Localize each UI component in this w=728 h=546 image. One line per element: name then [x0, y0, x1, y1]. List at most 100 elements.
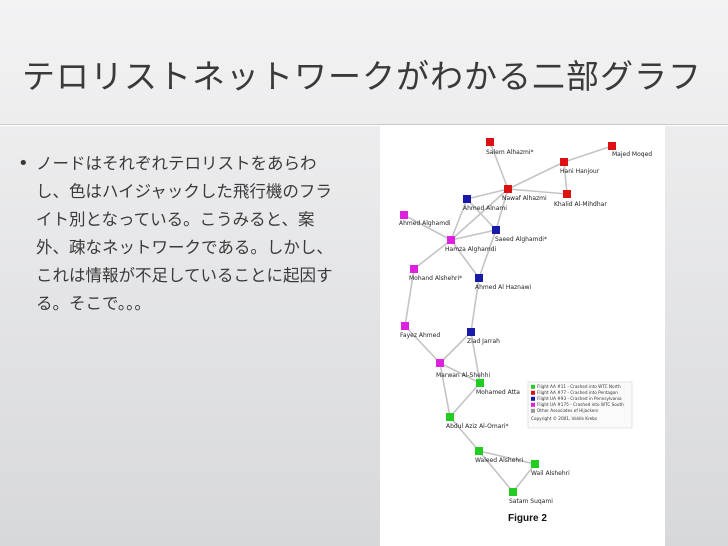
graph-edge: [449, 416, 480, 452]
node-label: Wail Alshehri: [531, 470, 570, 477]
node-marker: [476, 379, 484, 387]
node-marker: [563, 190, 571, 198]
graph-edge: [450, 198, 468, 241]
node-label: Saeed Alghamdi*: [495, 236, 547, 243]
graph-node: Ahmed Al Haznawi: [475, 274, 532, 291]
node-marker: [475, 274, 483, 282]
graph-edge: [403, 214, 452, 241]
node-label: Waleed Alshehri: [475, 457, 524, 464]
graph-edge: [478, 450, 514, 493]
node-label: Mohamed Atta: [476, 389, 520, 396]
node-marker: [446, 413, 454, 421]
graph-node: Ahmed Alnami: [463, 195, 507, 212]
node-marker: [492, 226, 500, 234]
node-marker: [509, 488, 517, 496]
graph-node: Wail Alshehri: [531, 460, 570, 477]
graph-edge: [450, 188, 509, 241]
node-label: Khalid Al-Mihdhar: [554, 201, 607, 208]
graph-node: Ziad Jarrah: [467, 328, 500, 345]
graph-edge: [470, 277, 480, 333]
figure-caption: Figure 2: [508, 513, 547, 524]
graph-node: Waleed Alshehri: [475, 447, 524, 464]
graph-node: Nawaf Alhazmi: [502, 185, 547, 202]
graph-edge: [439, 331, 472, 364]
legend-copyright: Copyright © 2001, Valdis Krebs: [531, 416, 597, 421]
node-marker: [463, 195, 471, 203]
legend-swatch: [531, 402, 535, 407]
graph-node: Salem Alhazmi*: [486, 138, 534, 156]
legend-swatch: [531, 396, 535, 401]
graph-node: Fayez Ahmed: [400, 322, 440, 339]
node-label: Marwan Al-Shehhi: [436, 372, 490, 379]
node-label: Ahmed Alghamdi: [399, 220, 451, 227]
graph-edge: [439, 362, 451, 418]
node-marker: [447, 236, 455, 244]
graph-edge: [507, 161, 565, 190]
graph-node: Majed Moqed: [608, 142, 652, 158]
node-marker: [467, 328, 475, 336]
graph-edge: [563, 145, 613, 163]
graph-edge: [413, 239, 452, 270]
node-label: Nawaf Alhazmi: [502, 195, 547, 202]
graph-node: Ahmed Alghamdi: [399, 211, 451, 227]
node-label: Ziad Jarrah: [467, 338, 500, 345]
node-marker: [401, 322, 409, 330]
node-label: Hani Hanjour: [560, 168, 600, 175]
bullet-dot-icon: •: [18, 153, 29, 174]
legend-label: Flight UA #175 - Crashed into WTC South: [537, 402, 624, 407]
legend-swatch: [531, 408, 535, 413]
graph-edge: [404, 268, 415, 327]
graph-edge: [466, 198, 497, 231]
graph-node: Khalid Al-Mihdhar: [554, 190, 607, 208]
node-marker: [608, 142, 616, 150]
node-label: Fayez Ahmed: [400, 332, 440, 339]
graph-node: Saeed Alghamdi*: [492, 226, 547, 243]
graph-edge: [404, 325, 441, 364]
graph-edge: [449, 382, 481, 418]
graph-edge: [450, 239, 480, 279]
graph-node: Mohand Alshehri*: [409, 265, 462, 282]
graph-node: Mohamed Atta: [476, 379, 520, 396]
graph-edge: [512, 463, 536, 493]
node-marker: [436, 359, 444, 367]
node-label: Satam Suqami: [509, 498, 553, 505]
legend-label: Flight AA #77 - Crashed into Pentagon: [537, 390, 618, 395]
legend: Flight AA #11 - Crashed into WTC NorthFl…: [527, 381, 633, 429]
graph-edge: [478, 229, 497, 279]
slide-title: テロリストネットワークがわかる二部グラフ: [22, 57, 702, 96]
node-marker: [531, 460, 539, 468]
node-label: Abdul Aziz Al-Omari*: [446, 423, 509, 430]
node-marker: [400, 211, 408, 219]
node-label: Majed Moqed: [612, 151, 652, 158]
graph-edge: [507, 188, 568, 195]
node-label: Hamza Alghamdi: [445, 246, 496, 253]
graph-edge: [466, 188, 509, 200]
graph-node: Abdul Aziz Al-Omari*: [446, 413, 509, 430]
node-label: Mohand Alshehri*: [409, 275, 462, 282]
graph-node: Satam Suqami: [509, 488, 553, 505]
graph-edge: [489, 141, 509, 190]
legend-box: [527, 381, 633, 429]
node-marker: [486, 138, 494, 146]
graph-edge: [495, 188, 509, 231]
graph-edge: [478, 450, 536, 465]
node-marker: [475, 447, 483, 455]
legend-swatch: [531, 384, 535, 389]
title-divider: [0, 124, 728, 125]
node-marker: [504, 185, 512, 193]
legend-swatch: [531, 390, 535, 395]
graph-node: Marwan Al-Shehhi: [436, 359, 490, 379]
node-label: Ahmed Al Haznawi: [475, 284, 532, 291]
node-marker: [410, 265, 418, 273]
graph-node: Hamza Alghamdi: [445, 236, 496, 253]
legend-label: Other Associates of Hijackers: [537, 408, 598, 413]
legend-label: Flight UA #93 - Crashed in Pennsylvania: [537, 396, 622, 401]
graph-edge: [563, 161, 568, 195]
graph-edge: [470, 331, 481, 384]
node-label: Ahmed Alnami: [463, 205, 507, 212]
node-marker: [560, 158, 568, 166]
node-label: Salem Alhazmi*: [486, 149, 534, 156]
